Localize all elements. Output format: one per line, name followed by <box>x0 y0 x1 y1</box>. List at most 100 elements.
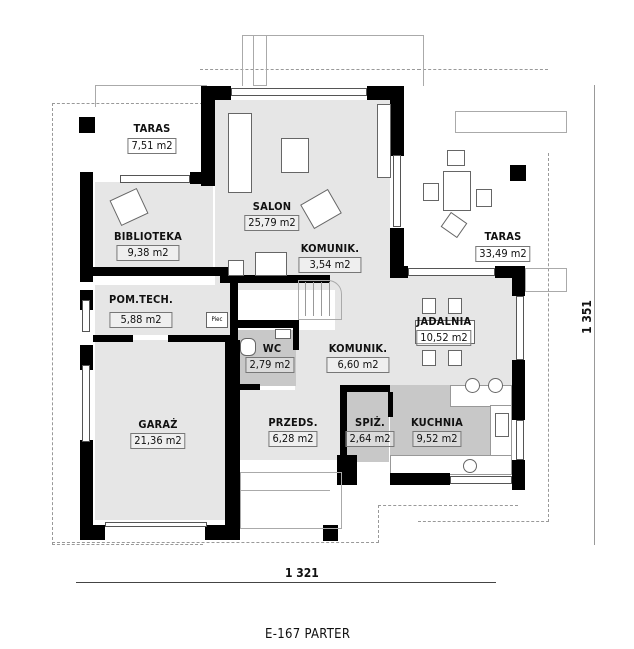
room-kuchnia-area: 9,52 m2 <box>412 431 462 447</box>
stair-step <box>305 282 306 316</box>
coffee-table <box>281 138 309 173</box>
steps-right-bottom <box>525 268 567 292</box>
room-taras-right-area: 33,49 m2 <box>475 246 531 262</box>
terrace-chair-left <box>423 183 439 201</box>
wall-wc-right <box>293 320 299 350</box>
wall-spiz-top <box>340 385 390 392</box>
dining-chair-3 <box>422 350 436 366</box>
przeds-floor <box>240 390 340 460</box>
window-jadalnia-right <box>516 296 524 360</box>
wall-salon-left <box>201 86 215 186</box>
entrance-steps <box>240 472 342 529</box>
dimension-height-label: 1 351 <box>579 300 594 334</box>
wall-right-top <box>512 266 525 296</box>
spiz-floor <box>347 392 389 462</box>
toilet <box>240 338 256 356</box>
stair-step <box>321 282 322 316</box>
room-pomtech-area: 5,88 m2 <box>109 312 173 328</box>
steps-top-left <box>95 85 207 109</box>
window-jadalnia-top <box>408 268 495 276</box>
terrace-table <box>443 171 471 211</box>
steps-top-center-inner <box>253 35 267 86</box>
terrace-chair-right <box>476 189 492 207</box>
washer <box>228 260 244 276</box>
steps-top-center <box>242 35 424 86</box>
komunik-lower-floor <box>295 330 385 390</box>
wall-right-mid <box>512 360 525 420</box>
terrace-chair-top <box>447 150 465 166</box>
room-biblioteka-area: 9,38 m2 <box>116 245 180 261</box>
kitchen-counter-bottom <box>390 455 512 475</box>
column-entrance <box>323 525 338 541</box>
wall-left-outer-bottom <box>80 345 93 370</box>
window-kitchen-bottom <box>450 476 512 484</box>
stove <box>495 413 509 437</box>
window-kitchen-right <box>516 420 524 460</box>
wall-biblioteka-bottom <box>93 267 233 276</box>
stair-step <box>329 282 330 316</box>
column-left <box>79 117 95 133</box>
garage-door <box>105 522 207 527</box>
room-salon-name: SALON <box>252 200 292 213</box>
room-komunik-upper-name: KOMUNIK. <box>300 242 360 255</box>
bathtub-shape <box>255 252 287 276</box>
room-wc-area: 2,79 m2 <box>245 357 295 373</box>
wall-salon-right-top <box>390 86 404 156</box>
wall-pomtech-bottom-right <box>168 335 233 342</box>
wall-stairs-top <box>220 275 330 283</box>
wall-spiz-right <box>388 392 393 417</box>
room-salon-area: 25,79 m2 <box>244 215 300 231</box>
garaz-floor <box>95 340 225 520</box>
room-spiz-name: SPIŻ. <box>355 416 385 429</box>
wall-right-bottom <box>512 460 525 490</box>
roof-outline-left <box>52 103 203 545</box>
roof-outline-top <box>200 69 420 70</box>
dining-chair-2 <box>448 298 462 314</box>
room-garaz-area: 21,36 m2 <box>130 433 186 449</box>
wall-bottom-kitchen <box>390 473 450 485</box>
stair-step <box>313 282 314 316</box>
wall-pomtech-bottom-left <box>93 335 133 342</box>
dimension-line-height <box>594 85 595 545</box>
stairs <box>298 280 342 320</box>
room-wc-name: WC <box>262 342 282 355</box>
biblioteka-floor <box>95 182 213 267</box>
window-salon-right <box>393 155 401 227</box>
fireplace <box>377 104 391 178</box>
sink <box>463 459 477 473</box>
wall-spiz-left <box>340 385 347 485</box>
room-spiz-area: 2,64 m2 <box>345 431 395 447</box>
wall-biblioteka-top-right <box>190 172 215 184</box>
dining-chair-1 <box>422 298 436 314</box>
dimension-width-label: 1 321 <box>285 566 319 580</box>
wash-basin <box>275 329 291 339</box>
roof-outline-terrace <box>418 153 549 522</box>
window-salon-top <box>231 88 367 96</box>
dining-chair-4 <box>448 350 462 366</box>
room-przeds-area: 6,28 m2 <box>268 431 318 447</box>
column-right-terrace <box>510 165 526 181</box>
window-pomtech <box>82 300 90 332</box>
bar-stool-2 <box>488 378 503 393</box>
window-garage <box>82 365 90 442</box>
roof-outline-bottom-step <box>378 505 379 543</box>
room-taras-left-name: TARAS <box>133 122 171 135</box>
room-jadalnia-area: 10,52 m2 <box>416 330 472 346</box>
plan-title: E-167 PARTER <box>265 627 351 642</box>
wall-left-outer-low <box>80 440 93 540</box>
wall-garage-bottom-left <box>80 525 105 540</box>
room-kuchnia-name: KUCHNIA <box>410 416 464 429</box>
window-biblioteka <box>120 175 190 183</box>
boiler-piec: Piec <box>206 312 228 328</box>
room-komunik-lower-name: KOMUNIK. <box>328 342 388 355</box>
wall-wc-top <box>235 320 295 328</box>
wall-wc-left <box>230 320 237 430</box>
bar-stool-1 <box>465 378 480 393</box>
room-taras-right-name: TARAS <box>484 230 522 243</box>
roof-outline-bottom-right <box>378 505 518 506</box>
room-biblioteka-name: BIBLIOTEKA <box>114 230 182 243</box>
wall-left-outer-top <box>80 172 93 282</box>
wall-salon-right-bottom <box>390 228 404 278</box>
roof-outline-right <box>418 69 548 70</box>
wall-wc-bottom <box>235 384 260 390</box>
